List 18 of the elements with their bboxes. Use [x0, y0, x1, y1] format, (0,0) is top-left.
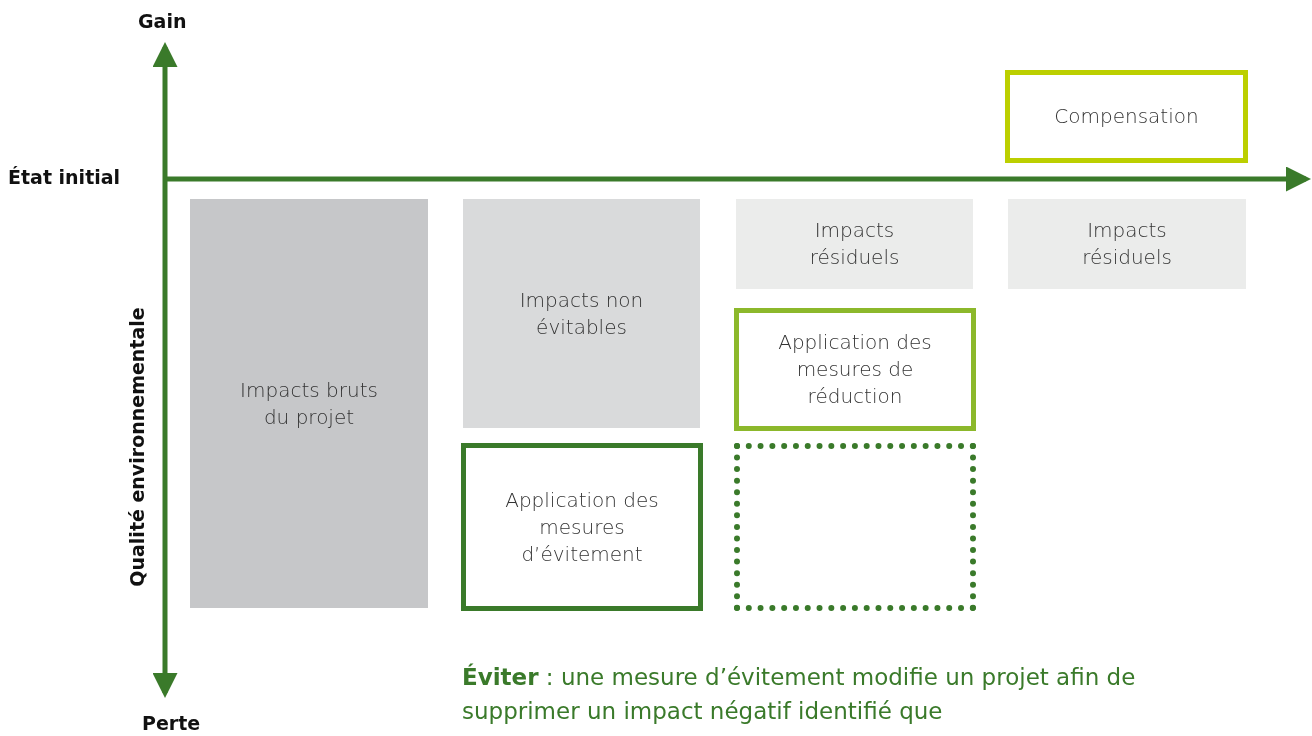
box-label: Impacts résiduels	[1081, 217, 1173, 271]
dotted-box	[734, 443, 976, 611]
axis-label: État initial	[8, 166, 121, 188]
impact-box	[190, 199, 428, 608]
box-label: Application des mesures de réduction	[777, 329, 933, 410]
note-text: Éviter : une mesure d’évitement modifie un projet afin de supprimer un impact négatif identifié que	[462, 662, 1137, 726]
axis-label: Qualité environnementale	[126, 307, 148, 587]
impact-box	[463, 199, 700, 428]
measure-box	[461, 443, 703, 611]
measure-box	[1005, 70, 1248, 163]
box-label: Impacts résiduels	[808, 217, 901, 271]
box-label: Impacts bruts du projet	[239, 376, 379, 431]
box-label: Application des mesures d’évitement	[504, 486, 660, 568]
box-label: Impacts non évitables	[518, 286, 645, 341]
axis-label: Perte	[142, 712, 201, 734]
axis-label: Gain	[138, 10, 187, 32]
measure-box	[734, 308, 976, 431]
box-label: Compensation	[1054, 103, 1199, 130]
